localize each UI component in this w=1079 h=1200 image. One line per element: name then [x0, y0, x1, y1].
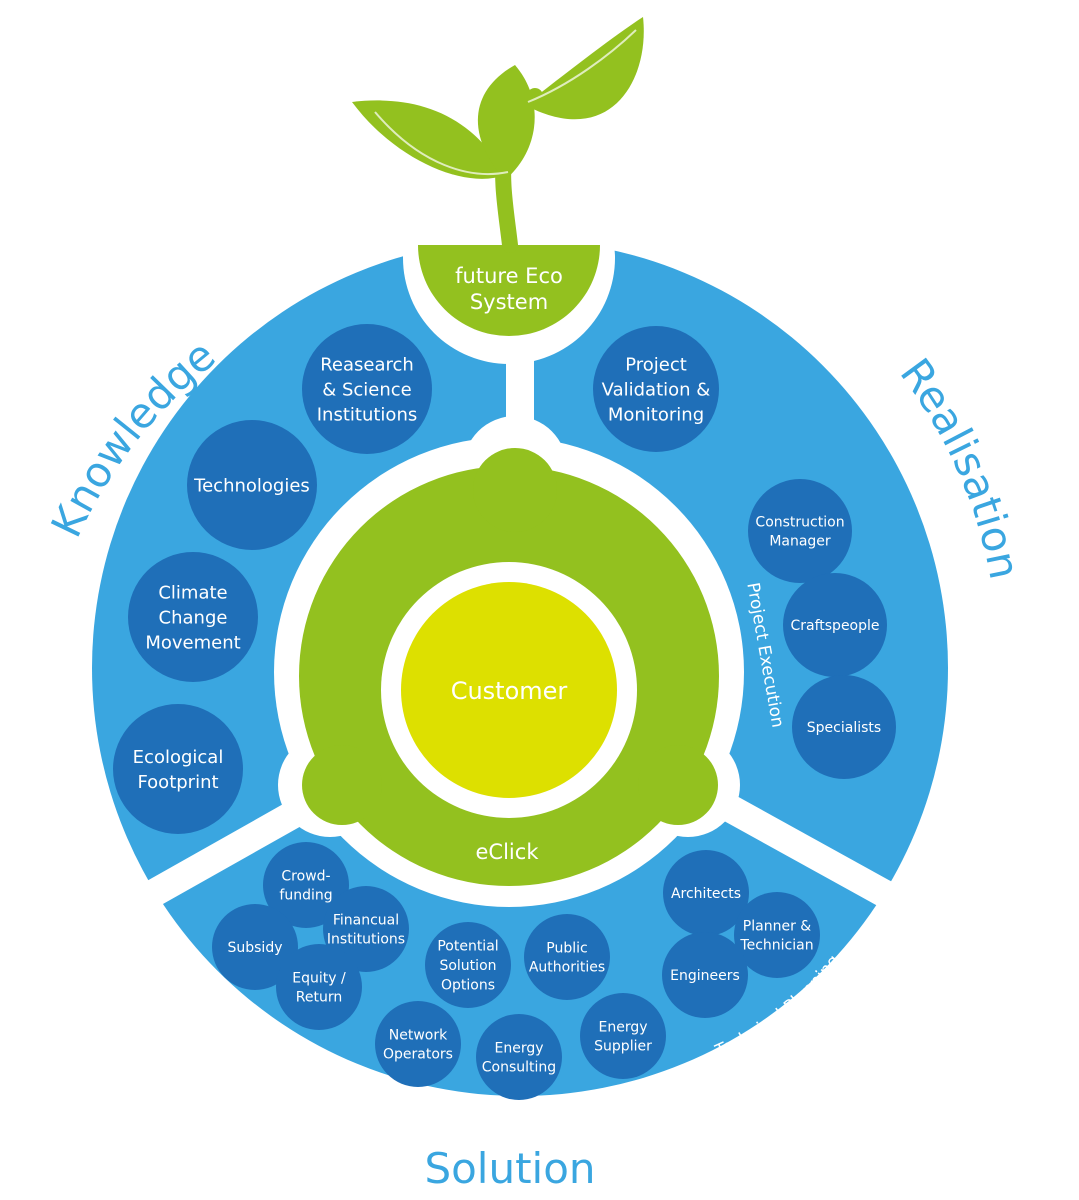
node-label-network-operators: Network [389, 1027, 448, 1043]
node-potential-solution-options [425, 922, 511, 1008]
node-label-equity-return: Return [296, 990, 342, 1006]
node-architects [663, 850, 749, 936]
node-technologies [187, 420, 317, 550]
node-label-ecological-footprint: Ecological [133, 747, 224, 768]
node-network-operators [375, 1001, 461, 1087]
node-label-project-validation-monitoring: Monitoring [608, 404, 704, 425]
node-label-financual-institutions: Institutions [327, 932, 405, 948]
node-label-potential-solution-options: Solution [439, 958, 496, 974]
node-label-subsidy: Subsidy [227, 940, 282, 956]
node-label-reasearch-science-institutions: Reasearch [320, 355, 414, 376]
node-label-project-validation-monitoring: Project [625, 355, 687, 376]
node-label-public-authorities: Authorities [529, 960, 605, 976]
node-label-climate-change-movement: Movement [145, 632, 240, 653]
node-label-construction-manager: Manager [769, 534, 831, 550]
node-layer: Reasearch& ScienceInstitutionsTechnologi… [113, 324, 896, 1100]
node-label-energy-consulting: Energy [494, 1040, 543, 1056]
section-solution: Solution [424, 1144, 595, 1193]
node-crowd-funding [263, 842, 349, 928]
node-label-potential-solution-options: Options [441, 977, 495, 993]
node-specialists [792, 675, 896, 779]
node-label-construction-manager: Construction [755, 514, 844, 530]
node-label-ecological-footprint: Footprint [137, 772, 218, 793]
node-energy-consulting [476, 1014, 562, 1100]
node-equity-return [276, 944, 362, 1030]
eco-system-line1: future Eco [455, 264, 563, 288]
node-label-financual-institutions: Financual [333, 912, 399, 928]
node-ecological-footprint [113, 704, 243, 834]
node-subsidy [212, 904, 298, 990]
node-label-energy-consulting: Consulting [482, 1060, 556, 1076]
node-label-planner-technician: Planner & [743, 918, 811, 934]
node-label-equity-return: Equity / [292, 970, 346, 986]
sprout-icon [352, 17, 644, 253]
customer-label: Customer [451, 677, 568, 705]
node-label-architects: Architects [671, 886, 741, 902]
node-label-technologies: Technologies [193, 475, 310, 496]
node-label-climate-change-movement: Climate [158, 583, 227, 604]
node-label-project-validation-monitoring: Validation & [602, 379, 711, 400]
node-construction-manager [748, 479, 852, 583]
node-label-craftspeople: Craftspeople [790, 618, 879, 634]
node-label-specialists: Specialists [807, 720, 881, 736]
node-financual-institutions [323, 886, 409, 972]
node-energy-supplier [580, 993, 666, 1079]
node-label-public-authorities: Public [546, 940, 587, 956]
node-label-crowd-funding: funding [279, 888, 332, 904]
node-public-authorities [524, 914, 610, 1000]
node-engineers [662, 932, 748, 1018]
node-label-climate-change-movement: Change [159, 607, 228, 628]
node-label-crowd-funding: Crowd- [281, 868, 330, 884]
eco-system-line2: System [470, 290, 548, 314]
node-craftspeople [783, 573, 887, 677]
node-label-potential-solution-options: Potential [437, 939, 498, 955]
node-label-reasearch-science-institutions: & Science [322, 379, 412, 400]
customer-node: Customer [401, 582, 617, 798]
node-label-engineers: Engineers [670, 968, 740, 984]
node-label-reasearch-science-institutions: Institutions [317, 404, 417, 425]
node-planner-technician [734, 892, 820, 978]
node-climate-change-movement [128, 552, 258, 682]
node-label-planner-technician: Technician [739, 938, 813, 954]
node-label-energy-supplier: Energy [598, 1019, 647, 1035]
node-label-energy-supplier: Supplier [594, 1039, 652, 1055]
node-label-network-operators: Operators [383, 1047, 453, 1063]
eclick-label: eClick [476, 840, 540, 864]
node-project-validation-monitoring [593, 326, 719, 452]
node-reasearch-science-institutions [302, 324, 432, 454]
